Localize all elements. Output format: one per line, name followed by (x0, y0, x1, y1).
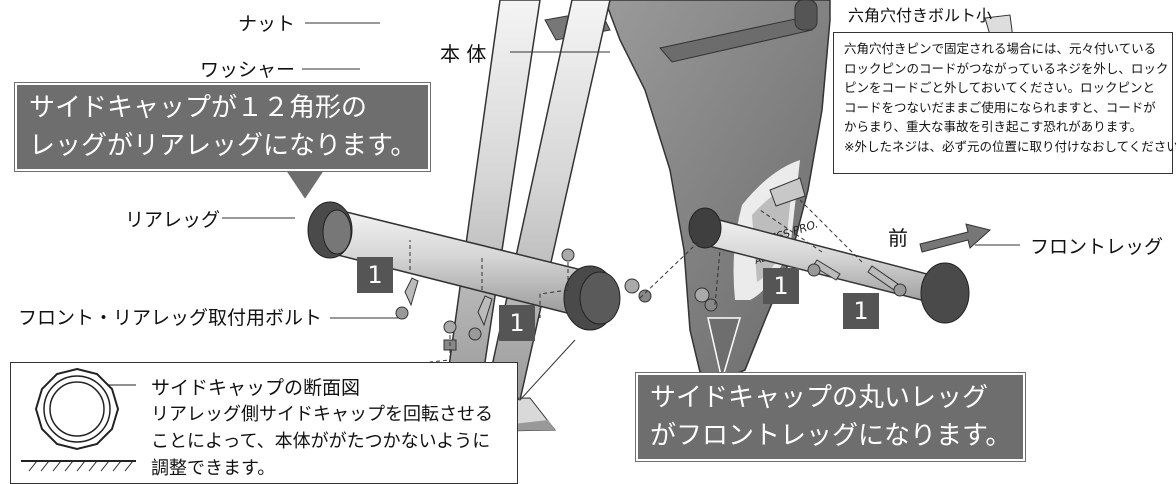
note-line: ※外したネジは、必ず元の位置に取り付けなおしてください。 (844, 138, 1176, 154)
note-line: ピンをコードごと外しておいてください。ロックピンと (844, 80, 1156, 95)
warning-note: 六角穴付きピンで固定される場合には、元々付いている ロックピンのコードがつながっ… (833, 32, 1176, 174)
nut-label: ナット (238, 13, 296, 35)
body-label: 本 体 (440, 42, 487, 66)
cross-section-panel: サイドキャップの断面図 リアレッグ側サイドキャップを回転させる ことによって、本… (10, 362, 518, 484)
rear-leg-label: リアレッグ (125, 209, 221, 231)
bolts (395, 248, 907, 351)
note-line: ロックピンのコードがつながっているネジを外し、ロック (844, 60, 1169, 76)
front-leg-label: フロントレッグ (1030, 236, 1164, 258)
cross-section-line: ことによって、本体ががたつかないように (151, 431, 491, 452)
front-callout-line-2: がフロントレッグになります。 (650, 421, 1012, 451)
cross-section-title: サイドキャップの断面図 (151, 377, 361, 399)
dodecagon-cap-icon (21, 367, 136, 472)
bolt-label: フロント・リアレッグ取付用ボルト (18, 307, 323, 329)
cross-section-line: リアレッグ側サイドキャップを回転させる (151, 404, 493, 425)
cross-section-line: 調整できます。 (151, 458, 276, 479)
step-marker: 1 (499, 305, 535, 341)
rear-callout-line-1: サイドキャップが１２角形の (29, 93, 368, 123)
rear-callout-line-2: レッグがリアレッグになります。 (29, 131, 417, 161)
guide-lines (409, 199, 863, 363)
note-line: からまり、重大な事故を引き起こす恐れがあります。 (844, 119, 1143, 134)
washer-label: ワッシャー (200, 59, 296, 81)
note-title: 六角穴付きボルト小 (848, 6, 993, 25)
rear-leg-callout: サイドキャップが１２角形の レッグがリアレッグになります。 (15, 83, 431, 171)
rear-leg (307, 201, 621, 331)
step-marker: 1 (843, 293, 879, 329)
front-leg-callout: サイドキャップの丸いレッグ がフロントレッグになります。 (636, 373, 1026, 461)
note-line: コードをつないだままご使用になられますと、コードが (844, 99, 1156, 115)
note-line: 六角穴付きピンで固定される場合には、元々付いている (844, 41, 1157, 56)
step-marker: 1 (357, 257, 393, 293)
front-arrow-icon (919, 223, 992, 253)
step-marker: 1 (763, 268, 799, 304)
front-callout-line-1: サイドキャップの丸いレッグ (650, 383, 989, 413)
leader-lines (222, 22, 1020, 319)
front-label: 前 (888, 226, 908, 250)
